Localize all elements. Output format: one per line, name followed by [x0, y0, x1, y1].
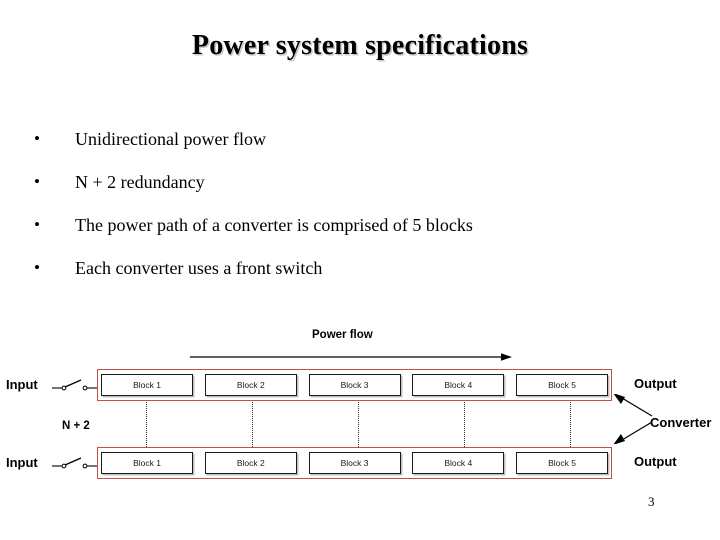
- block-link-dotted-5: [570, 402, 571, 447]
- output-label-top: Output: [634, 376, 677, 391]
- block-item: Block 5: [516, 374, 608, 396]
- block-link-dotted-3: [358, 402, 359, 447]
- block-link-dotted-2: [252, 402, 253, 447]
- list-item: • The power path of a converter is compr…: [0, 214, 720, 257]
- input-label-bottom: Input: [6, 455, 38, 470]
- page-number: 3: [648, 494, 655, 509]
- bullet-text: The power path of a converter is compris…: [75, 215, 473, 235]
- bullet-text: Unidirectional power flow: [75, 129, 266, 149]
- converter-callout-arrows-icon: [613, 394, 653, 444]
- block-item: Block 2: [204, 452, 297, 474]
- bullet-marker-icon: •: [34, 172, 40, 191]
- bullet-text: Each converter uses a front switch: [75, 258, 323, 278]
- bullet-marker-icon: •: [34, 258, 40, 277]
- block-item: Block 1: [101, 374, 193, 396]
- block-item: Block 3: [308, 374, 401, 396]
- block-item: Block 2: [204, 374, 297, 396]
- converter-chain-bottom: Block 1 Block 2 Block 3 Block 4 Block 5: [97, 447, 612, 479]
- power-flow-arrow-icon: [190, 353, 512, 361]
- list-item: • Unidirectional power flow: [0, 128, 720, 171]
- output-label-bottom: Output: [634, 454, 677, 469]
- power-flow-label: Power flow: [312, 329, 373, 341]
- block-item: Block 5: [516, 452, 608, 474]
- block-item: Block 4: [412, 374, 505, 396]
- list-item: • N + 2 redundancy: [0, 171, 720, 214]
- bullet-list: • Unidirectional power flow • N + 2 redu…: [0, 128, 720, 300]
- converter-chain-top: Block 1 Block 2 Block 3 Block 4 Block 5: [97, 369, 612, 401]
- bullet-marker-icon: •: [34, 215, 40, 234]
- page-title: Power system specifications: [191, 30, 529, 61]
- block-item: Block 1: [101, 452, 193, 474]
- bullet-marker-icon: •: [34, 129, 40, 148]
- block-item: Block 4: [412, 452, 505, 474]
- block-link-dotted-4: [464, 402, 465, 447]
- bullet-text: N + 2 redundancy: [75, 172, 205, 192]
- front-switch-icon-bottom: [52, 457, 98, 469]
- input-label-top: Input: [6, 377, 38, 392]
- block-item: Block 3: [308, 452, 401, 474]
- list-item: • Each converter uses a front switch: [0, 257, 720, 300]
- front-switch-icon-top: [52, 379, 98, 391]
- block-link-dotted-1: [146, 402, 147, 447]
- redundancy-label: N + 2: [62, 420, 90, 432]
- converter-label: Converter: [650, 415, 712, 430]
- block-diagram: Power flow Input Input Output Output Blo…: [0, 310, 720, 510]
